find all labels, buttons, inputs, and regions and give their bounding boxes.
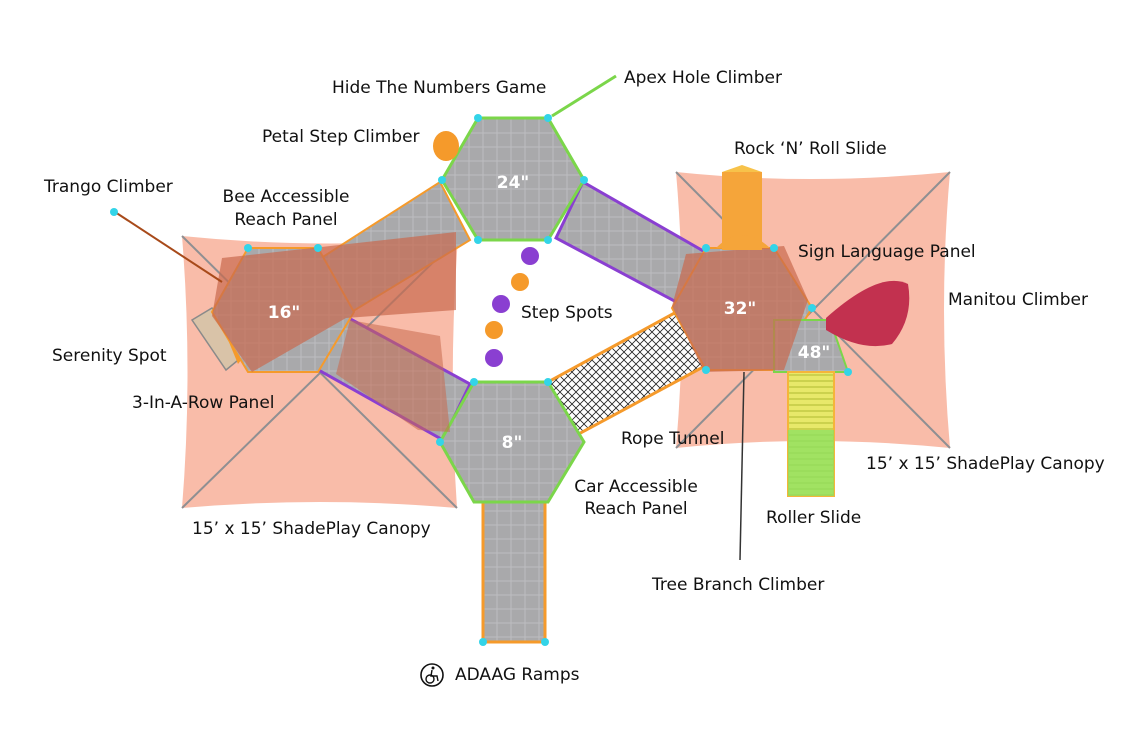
label-rock-n-roll-slide: Rock ‘N’ Roll Slide bbox=[734, 139, 887, 159]
label-roller-slide: Roller Slide bbox=[766, 508, 862, 528]
tree-leader bbox=[739, 371, 745, 561]
label-manitou-climber: Manitou Climber bbox=[948, 290, 1088, 310]
label-adaag-ramps: ADAAG Ramps bbox=[455, 665, 580, 685]
label-trango-climber: Trango Climber bbox=[44, 177, 173, 197]
label-tree-branch-climber: Tree Branch Climber bbox=[652, 575, 825, 595]
rock-n-roll-slide bbox=[716, 165, 770, 250]
label-car-reach-panel: Reach Panel bbox=[584, 499, 688, 519]
deck-32-height: 32" bbox=[724, 299, 757, 319]
label-serenity-spot: Serenity Spot bbox=[52, 346, 167, 366]
deck-24-height: 24" bbox=[497, 173, 530, 193]
posts bbox=[244, 114, 852, 646]
roof-16 bbox=[212, 232, 456, 372]
label-canopy-right: 15’ x 15’ ShadePlay Canopy bbox=[866, 454, 1105, 474]
apex-leader bbox=[551, 74, 617, 118]
step-spots bbox=[485, 247, 539, 367]
label-step-spots: Step Spots bbox=[521, 303, 613, 323]
label-canopy-left: 15’ x 15’ ShadePlay Canopy bbox=[192, 519, 431, 539]
manitou-climber bbox=[826, 280, 910, 347]
roof-bridge-8 bbox=[336, 320, 450, 432]
label-petal-step-climber: Petal Step Climber bbox=[262, 127, 420, 147]
deck-16-height: 16" bbox=[268, 303, 301, 323]
label-apex-hole-climber: Apex Hole Climber bbox=[624, 68, 782, 88]
label-car-accessible: Car Accessible bbox=[574, 477, 698, 497]
label-bee-accessible: Bee Accessible bbox=[222, 187, 350, 207]
wheelchair-icon bbox=[420, 663, 444, 687]
label-3-in-a-row-panel: 3-In-A-Row Panel bbox=[132, 393, 275, 413]
label-hide-the-numbers-game: Hide The Numbers Game bbox=[332, 78, 547, 98]
label-bee-reach-panel: Reach Panel bbox=[234, 210, 338, 230]
ramp bbox=[481, 500, 547, 644]
roller-slide bbox=[787, 371, 835, 497]
deck-8-height: 8" bbox=[502, 433, 523, 453]
trango-post bbox=[110, 208, 118, 216]
petal-step-climber bbox=[433, 131, 459, 161]
roof-32 bbox=[672, 246, 808, 372]
deck-48-height: 48" bbox=[798, 343, 831, 363]
label-sign-language-panel: Sign Language Panel bbox=[798, 242, 976, 262]
label-rope-tunnel: Rope Tunnel bbox=[621, 429, 725, 449]
trango-leader bbox=[114, 211, 223, 283]
